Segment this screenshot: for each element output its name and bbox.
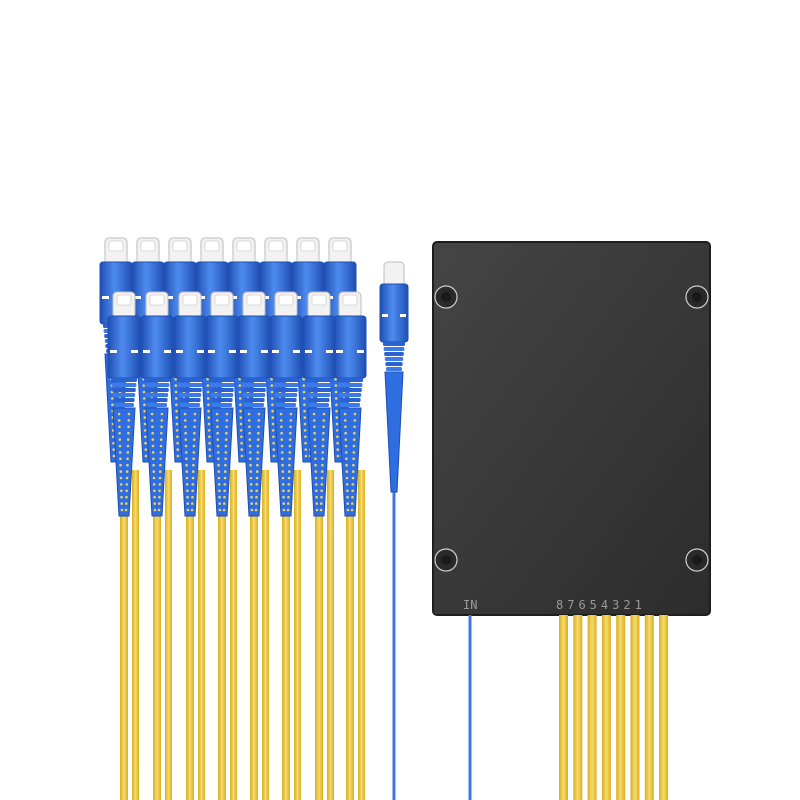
- connector-housing: [205, 315, 239, 379]
- strain-relief-boot: [274, 407, 298, 517]
- yellow-fiber: [165, 470, 172, 800]
- strain-relief-boot: [307, 407, 331, 517]
- splitter-output-fiber-2: [573, 615, 583, 800]
- sc-connector-front-7: [302, 291, 336, 517]
- sc-connector-front-1: [107, 291, 141, 517]
- yellow-fiber: [315, 470, 323, 800]
- splitter-output-fiber-8: [659, 615, 669, 800]
- connector-housing: [173, 315, 207, 379]
- strain-relief-boot: [178, 407, 202, 517]
- input-sc-connector: [379, 261, 409, 493]
- yellow-fiber: [250, 470, 258, 800]
- yellow-fiber: [282, 470, 290, 800]
- dust-cap: [383, 261, 405, 287]
- mounting-hole-top-left: [434, 285, 458, 309]
- sc-connector-front-5: [237, 291, 271, 517]
- yellow-fiber: [327, 470, 334, 800]
- sc-connector-front-3: [173, 291, 207, 517]
- splitter-output-fiber-1: [559, 615, 568, 800]
- yellow-fiber: [346, 470, 354, 800]
- yellow-fiber: [120, 470, 128, 800]
- yellow-fiber: [262, 470, 269, 800]
- strain-relief-boot: [242, 407, 266, 517]
- sc-connector-row-front: [107, 291, 367, 517]
- yellow-fiber: [294, 470, 301, 800]
- splitter-output-fiber-3: [587, 615, 597, 800]
- input-port-label: IN: [463, 598, 477, 612]
- mounting-hole-bottom-right: [685, 548, 709, 572]
- connector-housing: [333, 315, 367, 379]
- connector-housing: [140, 315, 174, 379]
- splitter-body: [432, 241, 711, 616]
- splitter-output-fiber-4: [601, 615, 611, 800]
- strain-relief-boot: [338, 407, 362, 517]
- strain-relief-boot: [384, 371, 404, 493]
- yellow-fiber: [153, 470, 161, 800]
- output-pigtail-fibers: [120, 470, 365, 800]
- splitter-output-fiber-5: [616, 615, 626, 800]
- yellow-fiber: [186, 470, 194, 800]
- plc-splitter-box: IN 87654321: [432, 241, 711, 616]
- strain-relief-boot: [112, 407, 136, 517]
- yellow-fiber: [132, 470, 139, 800]
- yellow-fiber: [218, 470, 226, 800]
- sc-connector-front-4: [205, 291, 239, 517]
- strain-relief-boot: [210, 407, 234, 517]
- connector-housing: [237, 315, 271, 379]
- mounting-hole-bottom-left: [434, 548, 458, 572]
- connector-housing: [302, 315, 336, 379]
- splitter-output-fiber-6: [630, 615, 640, 800]
- splitter-output-fibers: [559, 615, 669, 800]
- connector-housing: [107, 315, 141, 379]
- connector-housing: [379, 283, 409, 343]
- output-port-numbers: 87654321: [556, 598, 646, 612]
- yellow-fiber: [230, 470, 237, 800]
- mounting-hole-top-right: [685, 285, 709, 309]
- sc-connector-front-6: [269, 291, 303, 517]
- splitter-output-fiber-7: [644, 615, 654, 800]
- sc-connector-front-2: [140, 291, 174, 517]
- yellow-fiber: [358, 470, 365, 800]
- yellow-fiber: [198, 470, 205, 800]
- sc-connector-front-8: [333, 291, 367, 517]
- strain-relief-boot: [145, 407, 169, 517]
- connector-housing: [269, 315, 303, 379]
